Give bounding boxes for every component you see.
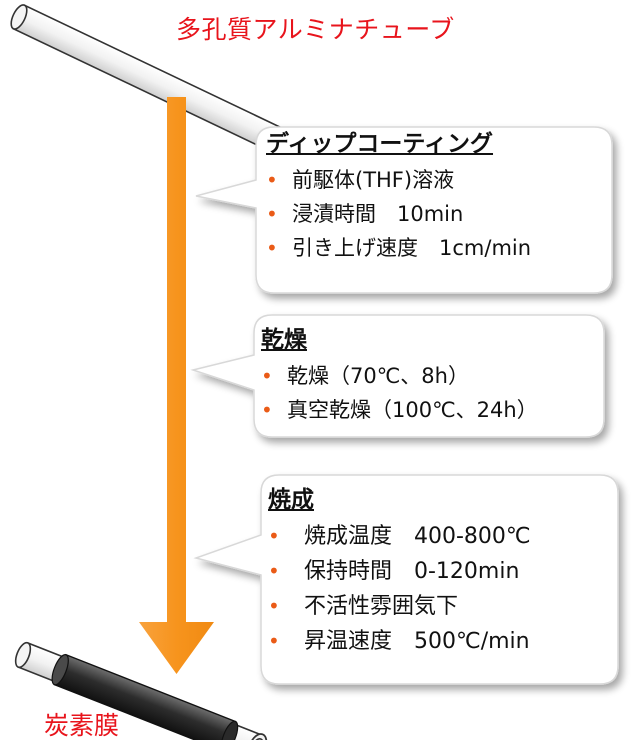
step-item: • 乾燥（70℃、8h）	[261, 359, 538, 393]
step-item: • 引き上げ速度 1cm/min	[266, 231, 531, 265]
step-item-text: 不活性雰囲気下	[304, 594, 459, 619]
callout-bubble-coating	[195, 126, 613, 294]
step-item: • 昇温速度 500℃/min	[268, 624, 531, 659]
step-item-list: • 乾燥（70℃、8h） • 真空乾燥（100℃、24h）	[261, 359, 538, 427]
step-item: • 焼成温度 400-800℃	[268, 519, 531, 554]
bullet-icon: •	[261, 398, 273, 422]
step-item-text: 引き上げ速度 1cm/min	[292, 236, 532, 260]
alumina-tube-label: 多孔質アルミナチューブ	[176, 15, 455, 44]
step-drying: 乾燥 • 乾燥（70℃、8h） • 真空乾燥（100℃、24h）	[261, 320, 538, 427]
step-item-text: 保持時間 0-120min	[304, 559, 520, 584]
bullet-icon: •	[261, 364, 273, 388]
carbon-membrane-label: 炭素膜	[44, 711, 120, 740]
step-dip-coating: ディップコーティング • 前駆体(THF)溶液 • 浸漬時間 10min • 引き上げ…	[266, 124, 531, 265]
step-item-text: 昇温速度 500℃/min	[304, 629, 530, 654]
step-item-list: • 前駆体(THF)溶液 • 浸漬時間 10min • 引き上げ速度 1cm/min	[266, 163, 531, 265]
step-item-text: 乾燥（70℃、8h）	[287, 364, 469, 388]
step-heading: ディップコーティング	[266, 131, 494, 157]
step-item-text: 前駆体(THF)溶液	[292, 168, 455, 192]
step-item: • 不活性雰囲気下	[268, 589, 531, 624]
step-item-list: • 焼成温度 400-800℃ • 保持時間 0-120min • 不活性雰囲気下 •…	[268, 519, 531, 659]
step-item-text: 真空乾燥（100℃、24h）	[287, 398, 538, 422]
bullet-icon: •	[266, 168, 278, 192]
step-item-text: 焼成温度 400-800℃	[304, 524, 531, 549]
process-arrow	[139, 97, 214, 674]
bullet-icon: •	[268, 594, 280, 618]
bullet-icon: •	[266, 202, 278, 226]
carbon-membrane-tube-icon	[14, 641, 268, 740]
bullet-icon: •	[268, 524, 280, 548]
bullet-icon: •	[266, 236, 278, 260]
callout-bubble-drying	[190, 314, 605, 438]
bullet-icon: •	[268, 559, 280, 583]
step-item-text: 浸漬時間 10min	[292, 202, 464, 226]
bullet-icon: •	[268, 629, 280, 653]
step-heading: 乾燥	[261, 327, 307, 353]
step-firing: 焼成 • 焼成温度 400-800℃ • 保持時間 0-120min • 不活性雰囲気…	[268, 480, 531, 659]
step-item: • 保持時間 0-120min	[268, 554, 531, 589]
step-heading: 焼成	[268, 487, 314, 513]
callout-bubble-firing	[193, 474, 619, 685]
step-item: • 前駆体(THF)溶液	[266, 163, 531, 197]
step-item: • 真空乾燥（100℃、24h）	[261, 393, 538, 427]
step-item: • 浸漬時間 10min	[266, 197, 531, 231]
